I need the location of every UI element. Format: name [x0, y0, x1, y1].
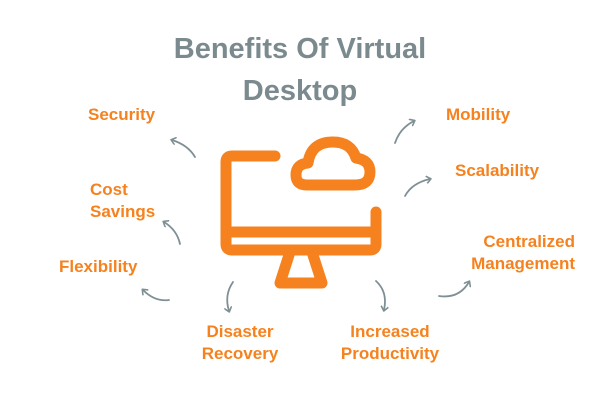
title-line-1: Benefits Of Virtual: [173, 33, 427, 65]
arrow-to-disaster-recovery: [227, 281, 234, 311]
benefit-disaster-recovery: Disaster Recovery: [201, 322, 279, 363]
benefit-security: Security: [88, 105, 156, 124]
arrow-to-cost-savings: [164, 222, 181, 245]
benefit-flexibility: Flexibility: [59, 257, 138, 276]
diagram-title: Benefits Of Virtual Desktop: [120, 28, 480, 112]
benefit-mobility: Mobility: [446, 105, 511, 124]
arrow-to-security: [172, 140, 196, 158]
arrow-to-flexibility: [143, 290, 170, 302]
benefit-scalability: Scalability: [455, 161, 540, 180]
arrow-to-mobility: [394, 121, 414, 144]
arrow-to-increased-productivity: [375, 280, 385, 310]
benefit-cost-savings: Cost Savings: [90, 180, 156, 221]
benefit-centralized-management: Centralized Management: [471, 232, 575, 273]
title-line-2: Desktop: [242, 75, 358, 107]
arrow-to-centralized-management: [438, 282, 469, 298]
benefit-increased-productivity: Increased Productivity: [340, 322, 440, 363]
monitor-with-cloud-icon: [220, 136, 382, 289]
arrow-to-scalability: [404, 179, 430, 197]
